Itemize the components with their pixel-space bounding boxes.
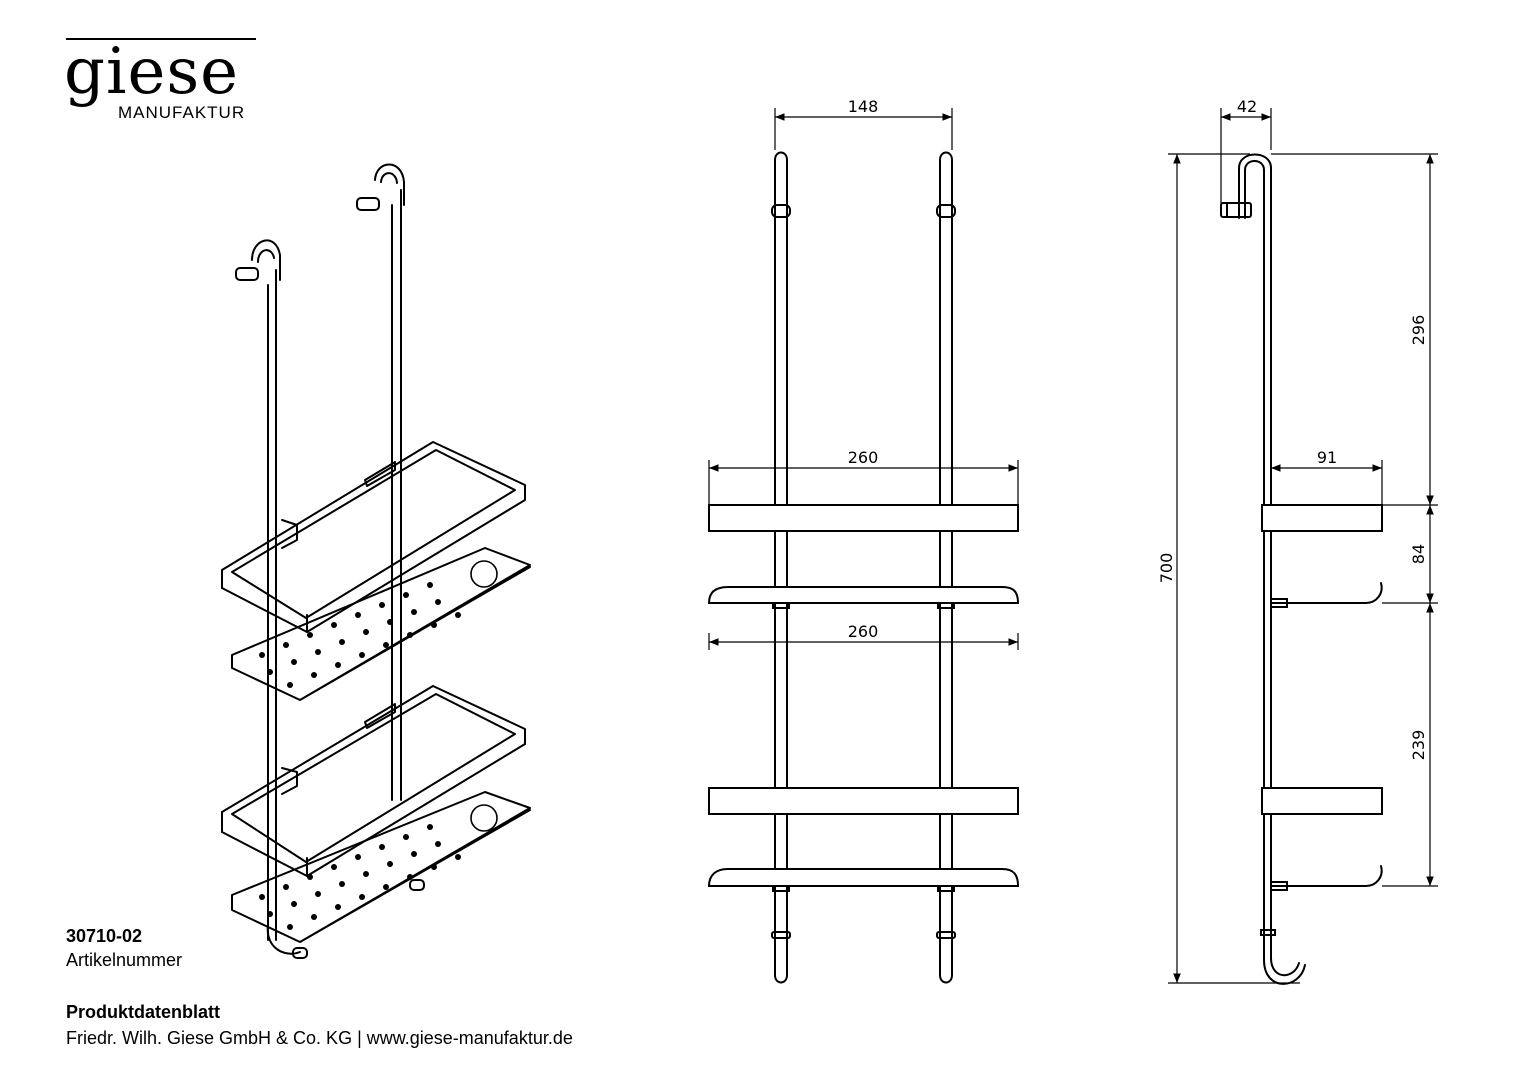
front-upper-tray: [707, 586, 1020, 604]
dim-148-label: 148: [848, 97, 879, 116]
iso-tray-holes: [470, 560, 498, 832]
front-lower-frame: [708, 787, 1019, 815]
front-lower-tray: [707, 868, 1020, 887]
iso-hook-right-knob: [356, 197, 380, 211]
side-top-hook: [1238, 153, 1272, 926]
logo-rule: [66, 38, 256, 40]
side-bottom-hook: [1263, 924, 1306, 985]
dim-260-upper-label: 260: [848, 448, 879, 467]
iso-hook-left: [251, 239, 281, 281]
dim-260-lower-label: 260: [848, 622, 879, 641]
dim-91-label: 91: [1317, 448, 1337, 467]
front-dimensions: [708, 108, 1019, 650]
iso-hole-dots: [259, 582, 461, 930]
side-dimensions: [1168, 108, 1438, 984]
front-upper-frame: [708, 504, 1019, 532]
iso-hook-right: [374, 163, 405, 206]
front-rail-left: [774, 151, 788, 984]
article-number-label: Artikelnummer: [66, 950, 183, 970]
side-lower-tray: [1270, 865, 1383, 887]
dim-84-label: 84: [1409, 544, 1428, 564]
side-upper-tray: [1270, 582, 1383, 604]
dim-239-label: 239: [1409, 730, 1428, 761]
sheet-title: Produktdatenblatt: [66, 1002, 221, 1022]
iso-hook-left-knob: [235, 267, 259, 281]
company-info: Friedr. Wilh. Giese GmbH & Co. KG | www.…: [66, 1028, 573, 1048]
side-lower-frame: [1261, 787, 1383, 815]
brand-logo: giese MANUFAKTUR: [62, 32, 262, 132]
iso-rail-right: [391, 189, 402, 801]
side-upper-frame: [1261, 504, 1383, 532]
logo-wordmark: giese: [64, 35, 240, 109]
dim-296-label: 296: [1409, 315, 1428, 346]
dim-42-label: 42: [1237, 97, 1257, 116]
logo-subtitle: MANUFAKTUR: [118, 103, 246, 122]
iso-bottom-hook: [266, 924, 301, 955]
front-rail-right: [939, 151, 953, 984]
front-view: [707, 151, 1020, 984]
iso-upper-tray: [231, 547, 531, 701]
isometric-view: [221, 163, 531, 959]
iso-lower-tray: [231, 791, 531, 943]
article-number: 30710-02: [66, 926, 143, 946]
side-view: [1220, 153, 1383, 985]
dim-700-label: 700: [1157, 553, 1176, 584]
